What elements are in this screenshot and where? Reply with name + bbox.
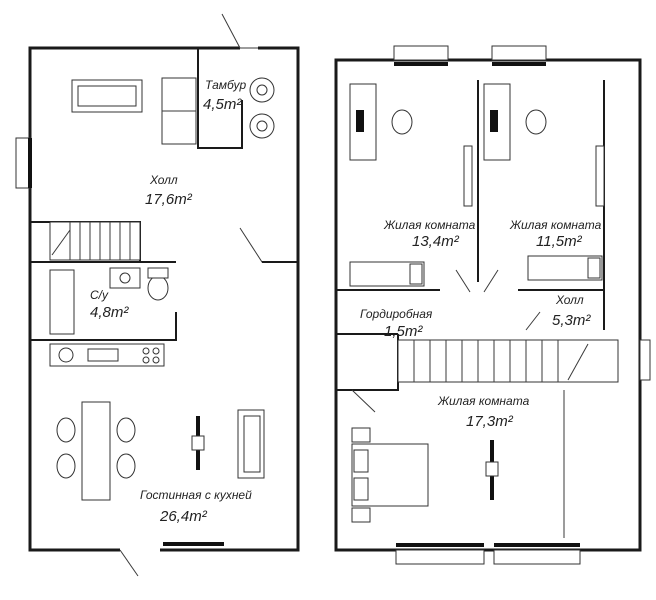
living-sofa (243, 415, 261, 473)
bathtub (49, 269, 75, 335)
chair (116, 417, 136, 443)
room-name-hall-2: Холл (555, 293, 584, 307)
hall-sofa (77, 85, 137, 107)
stove (87, 348, 119, 362)
room-name-living: Гостинная с кухней (140, 488, 252, 502)
room-area-bedroom-2: 11,5m² (536, 233, 583, 250)
floor2-window (493, 549, 581, 565)
monitor-icon (356, 110, 364, 132)
tv-stand (485, 461, 499, 477)
vestibule-wall (197, 48, 243, 149)
tv-stand (191, 435, 205, 451)
hob (142, 356, 150, 364)
living-door (119, 549, 139, 577)
toilet (147, 275, 169, 301)
floor2-plan: Жилая комната 13,4m² Жилая комната 11,5m… (334, 45, 651, 565)
room-name-bedroom-3: Жилая комната (437, 394, 530, 408)
plant-icon (256, 84, 268, 96)
room-area-hall-2: 5,3m² (552, 312, 591, 329)
floor1-stairs (49, 221, 141, 261)
hob (142, 347, 150, 355)
pillow (353, 449, 369, 473)
toilet (147, 267, 169, 279)
nightstand (351, 427, 371, 443)
floor2-window (395, 549, 485, 565)
floor1-wall (28, 46, 240, 552)
room-name-bedroom-2: Жилая комната (509, 218, 602, 232)
bathroom-wall (30, 261, 177, 341)
wall-cabinet (463, 145, 473, 207)
room-area-bathroom: 4,8m² (90, 304, 129, 321)
hall-door (239, 227, 298, 263)
monitor-icon (490, 110, 498, 132)
floor1-plan: Тамбур 4,5m² Холл 17,6m² С/у 4,8m² Гости… (15, 13, 300, 577)
room-name-hall: Холл (149, 173, 178, 187)
desk-chair (391, 109, 413, 135)
plant-icon (256, 120, 268, 132)
room-area-living: 26,4m² (159, 508, 208, 525)
room-door (455, 269, 499, 293)
floor2-wall (334, 58, 642, 552)
room-name-wardrobe: Гордиробная (360, 307, 433, 321)
room-name-bathroom: С/у (90, 288, 109, 302)
pillow (353, 477, 369, 501)
hob (152, 347, 160, 355)
pillow (409, 263, 423, 285)
bedroom-door (351, 389, 376, 413)
room-area-bedroom-1: 13,4m² (412, 233, 460, 250)
room-area-vestibule: 4,5m² (203, 96, 242, 113)
chair (56, 417, 76, 443)
sink (119, 272, 131, 284)
hall-door (525, 311, 541, 331)
room-area-wardrobe: 1,5m² (384, 323, 423, 340)
dining-table (81, 401, 111, 501)
floor2-window (639, 339, 651, 381)
room-name-vestibule: Тамбур (205, 78, 246, 92)
desk (483, 83, 511, 161)
room-area-hall: 17,6m² (145, 191, 193, 208)
chair (116, 453, 136, 479)
room-area-bedroom-3: 17,3m² (466, 413, 514, 430)
floor1-window-left (15, 137, 31, 189)
floor2-window (491, 45, 547, 61)
floor1-wall (160, 46, 300, 552)
wall-cabinet (595, 145, 605, 207)
entrance-door (221, 13, 241, 49)
nightstand (351, 507, 371, 523)
desk-chair (525, 109, 547, 135)
hob (152, 356, 160, 364)
floor2-stairs (397, 339, 619, 383)
pillow (587, 257, 601, 279)
kitchen-sink (58, 347, 74, 363)
wardrobe-wall (336, 333, 399, 391)
room-name-bedroom-1: Жилая комната (383, 218, 476, 232)
chair (56, 453, 76, 479)
floor2-window (393, 45, 449, 61)
